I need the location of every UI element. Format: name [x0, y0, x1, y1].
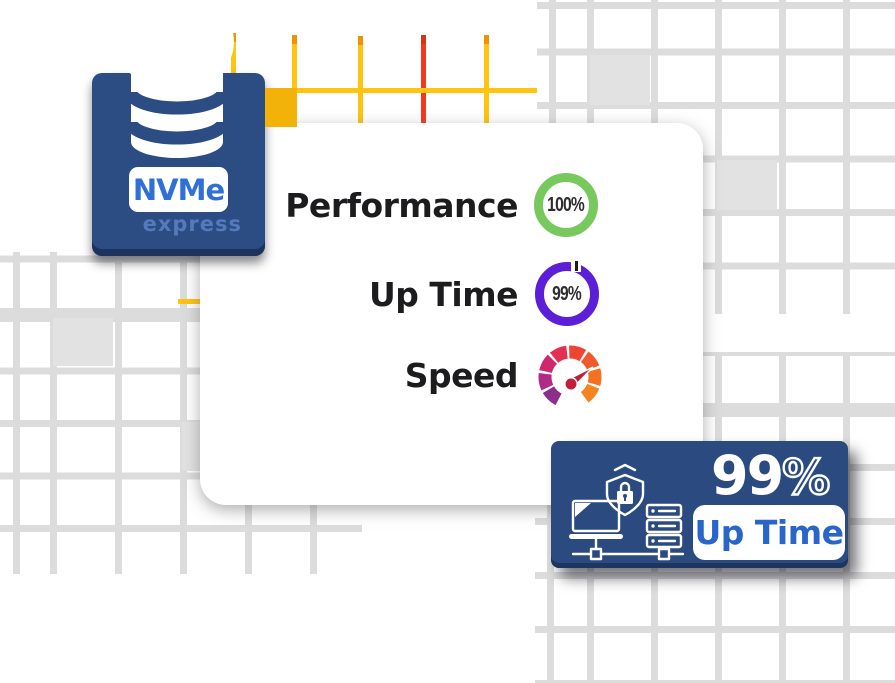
uptime-percentage: 99% [711, 446, 832, 504]
circuit-dash [178, 299, 204, 304]
circuit-vertical-line [484, 35, 489, 130]
shield-icon [605, 473, 645, 517]
uptime-label-box: Up Time [693, 505, 845, 560]
circuit-vertical-line [292, 35, 297, 130]
gauge-hub [564, 377, 578, 391]
database-icon [127, 40, 227, 158]
nvme-card: NVMe express [92, 73, 265, 256]
uptime-value: 99% [552, 282, 583, 305]
performance-ring-icon: 100% [534, 173, 598, 237]
svg-text:99%: 99% [711, 446, 829, 504]
circuit-horizontal-line [297, 88, 537, 93]
circuit-vertical-line-red [421, 35, 426, 130]
screen-fold [575, 503, 591, 517]
uptime-percent-sign: % [782, 450, 829, 504]
circuit-vertical-line [358, 36, 363, 130]
uptime-ring-icon: 99% [535, 261, 599, 326]
ring-tick [574, 261, 578, 271]
performance-label: Performance [285, 185, 518, 225]
monitor-icon [571, 499, 621, 533]
nvme-title: NVMe [132, 172, 225, 207]
nvme-logo-box: NVMe [129, 167, 228, 212]
uptime-big-value: 99 [711, 446, 782, 504]
uptime-label: Up Time [369, 274, 519, 314]
grid-filled-cell [590, 55, 650, 105]
secure-network-icon [569, 463, 685, 561]
grid-filled-cell [53, 318, 113, 366]
performance-value: 100% [547, 193, 586, 216]
lock-shackle [619, 481, 631, 493]
circuit-square [265, 88, 297, 127]
caret-mark [613, 463, 637, 472]
nvme-subtitle: express [142, 212, 242, 236]
uptime-summary-card: 99% Up Time [551, 441, 848, 568]
circuit-vertical-line [231, 33, 236, 73]
uptime-card-label: Up Time [694, 513, 845, 552]
grid-filled-cell [717, 160, 777, 210]
monitor-base [569, 534, 623, 539]
network-node [657, 547, 671, 561]
network-node [589, 547, 603, 561]
metrics-card: Performance 100% Up Time 99% Speed [200, 123, 703, 505]
speedometer-icon [538, 345, 602, 409]
speed-label: Speed [404, 355, 519, 395]
server-icon [645, 503, 683, 519]
